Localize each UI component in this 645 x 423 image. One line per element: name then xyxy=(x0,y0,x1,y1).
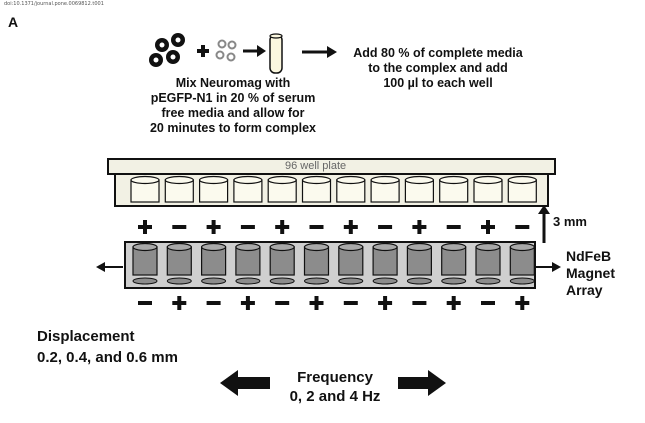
minus-sign xyxy=(275,301,290,305)
panel-label: A xyxy=(8,14,19,30)
magnet-label: NdFeB Magnet Array xyxy=(566,248,615,299)
arrow-right-long-icon xyxy=(302,46,337,58)
plus-sign xyxy=(275,220,290,234)
frequency-line: 0, 2 and 4 Hz xyxy=(289,388,381,405)
polarity-bottom-row xyxy=(138,296,530,310)
plus-sign xyxy=(515,296,530,310)
plus-sign xyxy=(240,296,255,310)
magnet xyxy=(132,242,158,285)
displacement-label: Displacement 0.2, 0.4, and 0.6 mm xyxy=(37,326,178,368)
well xyxy=(199,175,229,203)
well xyxy=(473,175,503,203)
well xyxy=(301,175,332,203)
plus-sign xyxy=(343,220,358,234)
step2-line: to the complex and add xyxy=(368,61,508,75)
step1-line: Mix Neuromag with xyxy=(175,76,291,90)
arrow-up-icon xyxy=(538,205,550,243)
magnet-label-line: Array xyxy=(566,282,603,298)
plus-sign xyxy=(172,296,187,310)
well xyxy=(130,175,160,203)
magnets xyxy=(132,242,535,285)
arrow-right-small-icon xyxy=(536,262,561,272)
plus-sign xyxy=(481,220,495,234)
nanoparticle-cluster-icon xyxy=(149,33,185,67)
step1-text: Mix Neuromag with pEGFP-N1 in 20 % of se… xyxy=(118,76,348,136)
plate-label: 96 well plate xyxy=(285,160,347,172)
minus-sign xyxy=(240,225,255,229)
frequency-label: Frequency 0, 2 and 4 Hz xyxy=(270,368,400,406)
minus-sign xyxy=(309,225,324,229)
magnet xyxy=(269,242,295,285)
magnet xyxy=(338,242,364,285)
plasmid-icon xyxy=(215,39,237,62)
plus-sign xyxy=(206,220,221,234)
well-plate xyxy=(107,158,556,207)
minus-sign xyxy=(206,301,221,305)
arrow-right-icon xyxy=(243,45,266,57)
magnet-array xyxy=(124,241,536,289)
magnet xyxy=(509,242,535,285)
polarity-top-row xyxy=(138,220,530,234)
well xyxy=(164,175,194,203)
minus-sign xyxy=(172,225,187,229)
tube-icon xyxy=(269,33,283,74)
minus-sign xyxy=(515,225,530,229)
well xyxy=(233,175,263,203)
well xyxy=(507,175,537,203)
minus-sign xyxy=(378,225,393,229)
magnet-label-line: Magnet xyxy=(566,265,615,281)
arrow-left-small-icon xyxy=(96,262,123,272)
magnet xyxy=(235,242,261,285)
plus-sign xyxy=(309,296,324,310)
step2-line: Add 80 % of complete media xyxy=(353,46,523,60)
magnet xyxy=(441,242,467,285)
doi-label: doi:10.1371/journal.pone.0069812.t001 xyxy=(4,1,104,7)
step1-line: pEGFP-N1 in 20 % of serum xyxy=(150,91,316,105)
step1-line: free media and allow for xyxy=(161,106,305,120)
magnet-label-line: NdFeB xyxy=(566,248,612,264)
minus-sign xyxy=(481,301,495,305)
magnet xyxy=(475,242,501,285)
magnet xyxy=(201,242,227,285)
well xyxy=(370,175,400,203)
wells xyxy=(130,175,537,203)
magnet xyxy=(372,242,398,285)
magnet xyxy=(166,242,192,285)
frequency-right-arrow-icon xyxy=(398,370,446,396)
minus-sign xyxy=(412,301,427,305)
frequency-line: Frequency xyxy=(297,369,373,386)
step2-line: 100 µl to each well xyxy=(383,76,493,90)
frequency-left-arrow-icon xyxy=(220,370,270,396)
plus-sign xyxy=(378,296,393,310)
step1-line: 20 minutes to form complex xyxy=(149,121,316,135)
plus-sign xyxy=(412,220,427,234)
well xyxy=(336,175,366,203)
magnet xyxy=(406,242,432,285)
displacement-line: 0.2, 0.4, and 0.6 mm xyxy=(37,349,178,366)
minus-sign xyxy=(343,301,358,305)
gap-label: 3 mm xyxy=(553,214,587,229)
well xyxy=(404,175,434,203)
minus-sign xyxy=(138,301,152,305)
step2-text: Add 80 % of complete media to the comple… xyxy=(338,46,538,91)
plus-icon xyxy=(197,45,209,57)
well xyxy=(439,175,469,203)
well xyxy=(267,175,297,203)
plus-sign xyxy=(446,296,461,310)
plus-sign xyxy=(138,220,152,234)
minus-sign xyxy=(446,225,461,229)
displacement-line: Displacement xyxy=(37,328,135,345)
magnet xyxy=(303,242,330,285)
